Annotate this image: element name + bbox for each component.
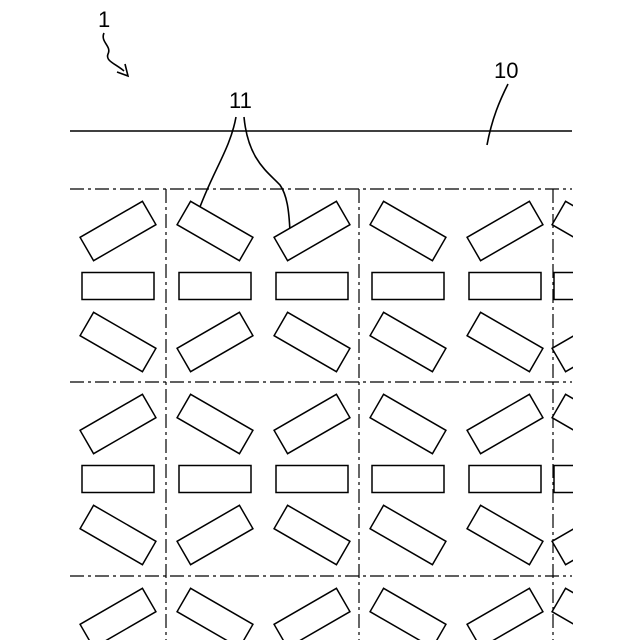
chip — [274, 201, 350, 260]
chip — [370, 201, 446, 260]
chip — [370, 394, 446, 453]
chip — [179, 466, 251, 493]
chip-array — [80, 201, 628, 640]
chip — [80, 394, 156, 453]
chip — [177, 505, 253, 564]
chip — [177, 588, 253, 640]
chip — [370, 505, 446, 564]
chip — [274, 588, 350, 640]
leader-device — [103, 33, 124, 71]
chip — [370, 312, 446, 371]
chip — [467, 505, 543, 564]
ref-label-device: 1 — [98, 7, 110, 32]
chip — [372, 466, 444, 493]
chip — [80, 312, 156, 371]
chip — [274, 312, 350, 371]
chip — [469, 273, 541, 300]
chip — [177, 312, 253, 371]
chip — [467, 588, 543, 640]
chip — [179, 273, 251, 300]
chip — [467, 394, 543, 453]
chip — [276, 466, 348, 493]
chip — [467, 312, 543, 371]
chip — [372, 273, 444, 300]
ref-label-sheet: 10 — [494, 58, 518, 83]
chip — [370, 588, 446, 640]
chip — [177, 201, 253, 260]
chip — [177, 394, 253, 453]
leader-chip-b — [244, 117, 290, 232]
chip — [467, 201, 543, 260]
chip — [82, 466, 154, 493]
chip — [80, 201, 156, 260]
chip — [82, 273, 154, 300]
chip — [274, 394, 350, 453]
leader-sheet — [487, 84, 508, 145]
chip — [80, 588, 156, 640]
chip — [469, 466, 541, 493]
chip — [276, 273, 348, 300]
ref-label-chips: 11 — [229, 88, 252, 113]
edge-mask — [573, 180, 640, 640]
chip — [274, 505, 350, 564]
chip — [80, 505, 156, 564]
